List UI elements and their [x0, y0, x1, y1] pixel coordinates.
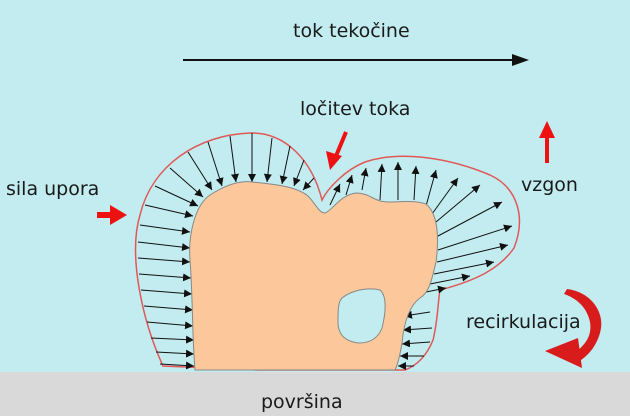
lift-label: vzgon [521, 176, 578, 195]
separation-label: ločitev toka [300, 100, 410, 119]
surface-label: površina [261, 393, 343, 412]
recirculation-label: recirkulacija [466, 313, 581, 332]
particle-hole [338, 289, 385, 343]
drag-label: sila upora [6, 180, 99, 199]
solid-particle [190, 182, 438, 370]
flow-label: tok tekočine [293, 22, 410, 41]
